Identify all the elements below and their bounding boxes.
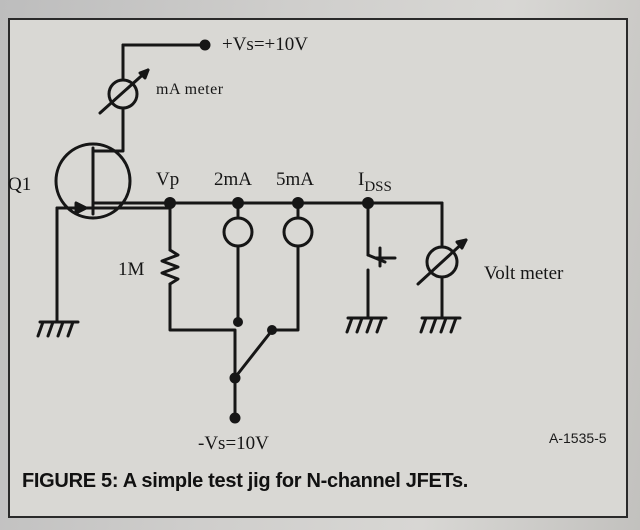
- volt-meter-label: Volt meter: [484, 263, 564, 284]
- five-ma-label: 5mA: [276, 169, 314, 190]
- figure-id: A-1535-5: [549, 430, 607, 446]
- idss-subscript: DSS: [364, 179, 392, 195]
- positive-supply-label: +Vs=+10V: [222, 34, 308, 55]
- five-ma-branch: [267, 197, 314, 335]
- jfet-q1-symbol: [54, 128, 172, 220]
- positive-supply-wire: [121, 39, 211, 82]
- idss-main-text: I: [358, 169, 365, 190]
- figure-caption: FIGURE 5: A simple test jig for N-channe…: [22, 470, 469, 492]
- vp-branch: [160, 197, 237, 387]
- selector-switch: [229, 331, 272, 424]
- two-ma-label: 2mA: [214, 169, 252, 190]
- gate-ground-wire: [36, 206, 80, 338]
- resistor-label: 1M: [118, 259, 145, 280]
- ma-meter-symbol: [98, 68, 150, 132]
- volt-meter-branch: [416, 201, 468, 334]
- idss-label: IDSS: [358, 169, 392, 195]
- q1-label: Q1: [8, 174, 32, 195]
- two-ma-branch: [222, 197, 254, 327]
- ma-meter-label: mA meter: [156, 81, 224, 98]
- idss-branch: [345, 197, 397, 334]
- negative-supply-label: -Vs=10V: [198, 433, 269, 454]
- vp-label: Vp: [156, 169, 180, 190]
